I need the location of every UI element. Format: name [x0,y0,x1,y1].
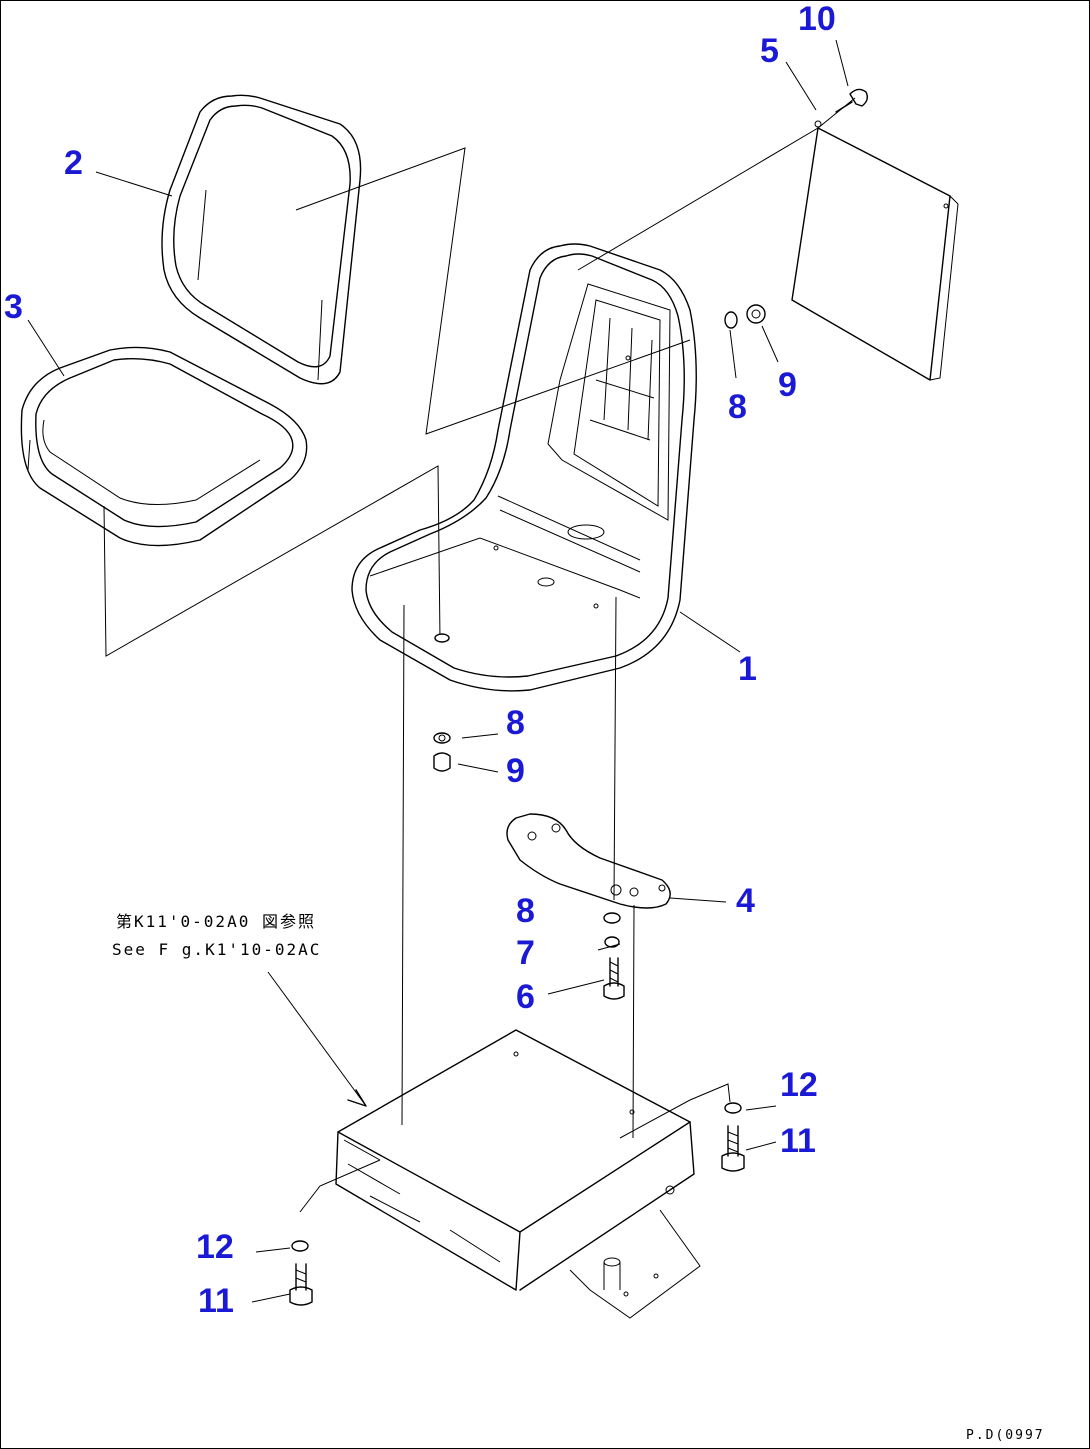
seat-shell-part [351,243,697,692]
callout-8-bracket: 8 [516,892,535,930]
callout-4: 4 [736,882,755,920]
callout-12-right: 12 [780,1066,818,1104]
callout-9-backrest: 9 [778,366,797,404]
back-cushion-part [161,94,362,385]
reference-arrow [267,971,367,1107]
cover-plate-part [791,120,959,381]
projection-lines [103,97,856,1213]
backrest-washer-nut [724,304,766,329]
callout-11-right: 11 [780,1122,816,1160]
bolt-stack-left [289,1240,313,1306]
figure-code: P.D(0997 [966,1428,1045,1443]
reference-note-japanese: 第K11'0-02A0 図参照 [116,912,316,931]
bolt-stack-right [721,1102,745,1172]
seat-cushion-part [20,346,308,547]
callout-10: 10 [798,0,836,38]
reference-note-english: See F g.K1'10-02AC [112,940,322,959]
callout-2: 2 [64,144,83,182]
callout-6: 6 [516,978,535,1016]
callout-11-left: 11 [198,1282,234,1320]
callout-5: 5 [760,32,779,70]
screw-part [835,88,869,113]
callout-8-backrest: 8 [728,388,747,426]
callout-3: 3 [4,288,23,326]
seat-washer-nut [433,633,451,772]
base-console-part [335,1029,701,1319]
callout-8-seat: 8 [506,704,525,742]
bolt-stack-center [603,912,625,1000]
leader-lines [27,39,849,1303]
callout-9-seat: 9 [506,752,525,790]
bracket-part [506,813,671,909]
callout-1: 1 [738,650,757,688]
callout-12-left: 12 [196,1228,234,1266]
callout-7: 7 [516,934,535,972]
